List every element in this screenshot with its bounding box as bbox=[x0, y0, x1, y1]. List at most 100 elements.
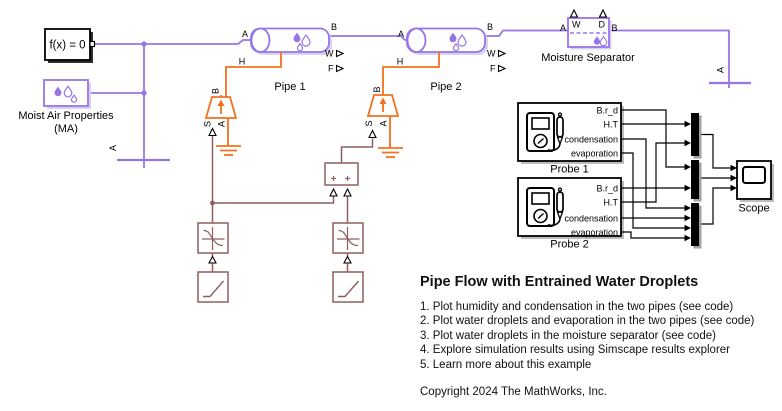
pipe1-port-b-label: B bbox=[331, 22, 337, 32]
probe1-name: Probe 1 bbox=[550, 164, 589, 176]
thermal-wires[interactable] bbox=[225, 52, 440, 148]
solver-label: f(x) = 0 bbox=[49, 40, 85, 52]
probe1-port-ht: H.T bbox=[604, 120, 619, 130]
droplets-icon bbox=[450, 34, 466, 51]
pipe2-port-b-label: B bbox=[487, 22, 493, 32]
separator-port-d-icon bbox=[598, 8, 608, 18]
lookup-curve-icon bbox=[202, 227, 225, 250]
separator-port-w-label: W bbox=[572, 20, 581, 30]
ts1-port-a-label: A bbox=[217, 121, 227, 127]
wire-p2-ht-to-mux1[interactable] bbox=[621, 142, 685, 203]
lookup-curve-icon bbox=[337, 227, 360, 250]
multimeter-icon bbox=[526, 187, 564, 227]
moisture-separator-block[interactable] bbox=[567, 8, 612, 50]
multimeter-icon bbox=[526, 112, 564, 152]
probe1-block[interactable]: B.r_d H.T condensation evaporation bbox=[517, 102, 624, 164]
pipe1-port-w-icon bbox=[335, 49, 345, 58]
separator-port-a-label: A bbox=[560, 23, 566, 33]
mux1-input2-arrow bbox=[684, 139, 691, 147]
copyright-text: Copyright 2024 The MathWorks, Inc. bbox=[420, 386, 607, 399]
probe2-port-condensation: condensation bbox=[564, 214, 618, 224]
probe1-port-brd: B.r_d bbox=[596, 106, 618, 116]
wire-p1-evap-to-mux3[interactable] bbox=[621, 152, 685, 229]
pipe1-port-a-label: A bbox=[242, 29, 248, 39]
wire-add-to-ts2[interactable] bbox=[340, 138, 374, 164]
wire-pipe2-to-separator[interactable] bbox=[485, 29, 568, 37]
wire-mux1-to-scope[interactable] bbox=[699, 133, 731, 169]
signal-wires[interactable] bbox=[621, 109, 731, 239]
ramp-icon bbox=[203, 280, 225, 298]
pipe2-block[interactable] bbox=[406, 27, 488, 56]
separator-port-b-label: B bbox=[612, 23, 618, 33]
ps-add-block[interactable]: + + bbox=[324, 162, 359, 186]
pipe1-block[interactable] bbox=[250, 27, 332, 56]
add-input1-arrow bbox=[329, 187, 338, 197]
arrow-up-icon bbox=[217, 99, 225, 114]
wire-pipe1-to-pipe2[interactable] bbox=[329, 35, 407, 41]
scope-block[interactable] bbox=[730, 160, 775, 202]
mux3-input3-arrow bbox=[684, 224, 691, 232]
add-input2-arrow bbox=[343, 187, 352, 197]
pipe1-port-w-label: W bbox=[325, 49, 334, 59]
lookup-table-1-block[interactable] bbox=[197, 222, 229, 254]
lookup1-input-arrow bbox=[208, 255, 217, 264]
add-plus-right: + bbox=[345, 174, 351, 185]
wire-separator-to-reservoir[interactable] bbox=[609, 29, 730, 89]
wire-lookup1-to-add[interactable] bbox=[212, 196, 335, 204]
mux3-input2-arrow bbox=[684, 214, 691, 222]
wire-solver-to-pipe1[interactable] bbox=[94, 39, 252, 45]
solver-block[interactable]: f(x) = 0 bbox=[44, 28, 96, 63]
wire-p2-evap-to-mux3[interactable] bbox=[621, 231, 685, 239]
droplets-icon bbox=[294, 34, 310, 51]
probe2-block[interactable]: B.r_d H.T condensation evaporation bbox=[517, 177, 624, 239]
pipe1-port-f-label: F bbox=[328, 64, 334, 74]
scope-name: Scope bbox=[738, 203, 769, 215]
mux2-block[interactable] bbox=[684, 160, 702, 202]
wire-p1-brd-to-mux2[interactable] bbox=[621, 109, 685, 168]
model-description: Pipe Flow with Entrained Water Droplets … bbox=[420, 274, 782, 398]
pipe2-port-a-label: A bbox=[398, 29, 404, 39]
description-item-1: 1. Plot humidity and condensation in the… bbox=[420, 301, 734, 313]
ma-name-line2: (MA) bbox=[54, 123, 78, 135]
probe1-port-condensation: condensation bbox=[564, 135, 618, 145]
mux3-block[interactable] bbox=[684, 203, 702, 249]
ts1-ps-input-arrow bbox=[208, 127, 217, 137]
mux2-input2-arrow bbox=[684, 184, 691, 192]
droplets-icon bbox=[55, 86, 76, 102]
ramp-2-block[interactable] bbox=[332, 271, 364, 303]
ts1-port-s-label: S bbox=[203, 121, 213, 127]
pipe1-port-f-icon bbox=[335, 64, 345, 73]
ramp-1-block[interactable] bbox=[197, 271, 229, 303]
arrow-up-icon bbox=[379, 97, 387, 112]
mux3-input4-arrow bbox=[684, 234, 691, 242]
ps-wires[interactable] bbox=[211, 136, 374, 272]
pipe2-port-h-label: H bbox=[397, 57, 404, 67]
wire-mux3-to-scope[interactable] bbox=[699, 187, 731, 225]
pipe1-name: Pipe 1 bbox=[274, 81, 305, 93]
mux3-input1-arrow bbox=[684, 204, 691, 212]
pipe1-end-cap bbox=[250, 27, 271, 53]
ts1-port-b-label: B bbox=[211, 88, 221, 94]
mux1-block[interactable] bbox=[684, 113, 702, 159]
wire-p1-cond-to-mux3[interactable] bbox=[621, 138, 685, 209]
wire-pipe1-h[interactable] bbox=[225, 52, 282, 97]
model-title: Pipe Flow with Entrained Water Droplets bbox=[420, 274, 699, 290]
ramp-icon bbox=[338, 280, 360, 298]
temperature-source-1-block[interactable] bbox=[204, 95, 238, 119]
wire-pipe2-h[interactable] bbox=[382, 52, 440, 95]
description-item-3: 3. Plot water droplets in the moisture s… bbox=[420, 329, 716, 342]
moist-air-wires[interactable] bbox=[88, 29, 751, 169]
ts2-port-b-label: B bbox=[372, 86, 382, 92]
junction-dot bbox=[210, 200, 215, 206]
thermal-reference-1[interactable] bbox=[216, 145, 241, 156]
thermal-reference-2[interactable] bbox=[378, 147, 403, 158]
lookup2-input-arrow bbox=[343, 255, 352, 264]
lookup-table-2-block[interactable] bbox=[332, 222, 364, 254]
temperature-source-2-block[interactable] bbox=[366, 94, 400, 117]
pipe2-port-w-icon bbox=[497, 49, 507, 58]
separator-port-d-label: D bbox=[599, 20, 606, 30]
moist-air-properties-block[interactable] bbox=[43, 79, 91, 109]
junction-dot bbox=[141, 90, 147, 96]
ts2-port-a-label: A bbox=[379, 120, 389, 126]
